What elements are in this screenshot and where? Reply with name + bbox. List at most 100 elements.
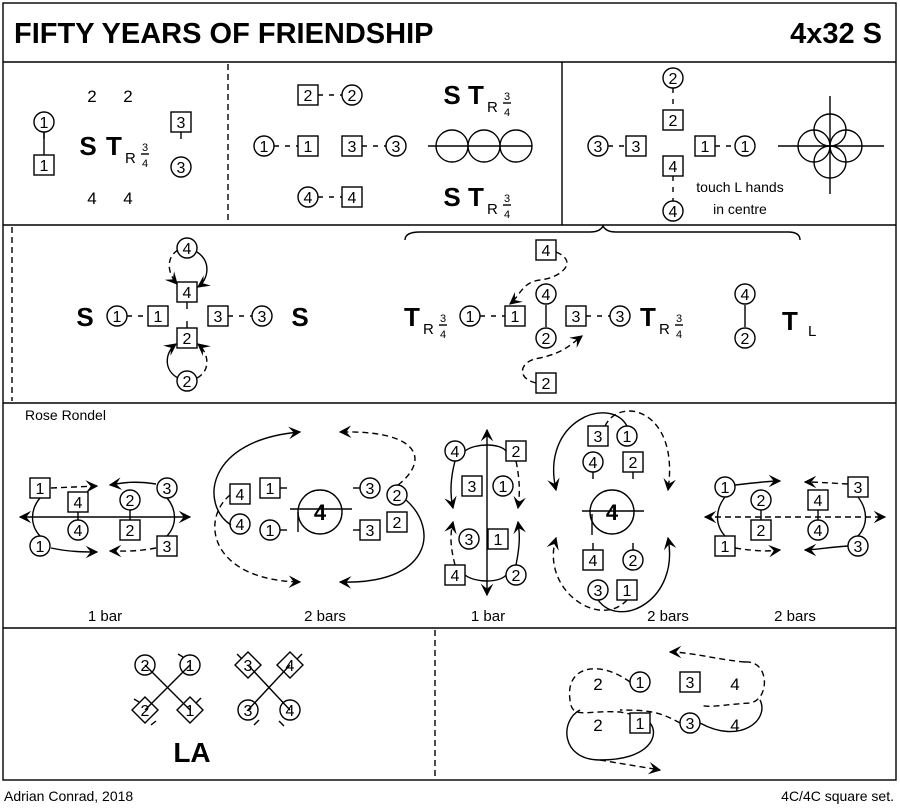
woman-dancer-1: 1 [253,135,275,157]
symbol-text: T [468,80,484,110]
dancer-number: 3 [468,479,477,496]
dancer-number: 4 [236,517,245,534]
woman-dancer-3: 3 [170,156,192,178]
woman-dancer-2: 2 [662,67,684,89]
dancer-number: 2 [126,523,135,540]
symbol-text: T [640,302,656,332]
woman-dancer-1: 1 [106,305,128,327]
man-dancer-2: 2 [750,519,772,541]
man-dancer-3: 3 [565,305,587,327]
dancer-number: 3 [392,139,401,156]
woman-dancer-3: 3 [458,528,480,550]
woman-dancer-1: 1 [616,425,638,447]
label: in centre [713,201,767,217]
man-dancer-1: 1 [147,305,169,327]
dancer-number: 3 [348,139,357,156]
man-dancer-4: 4 [662,155,684,177]
man-dancer-3: 3 [353,519,381,541]
symbol-text: 4 [676,329,682,341]
figure-title: Rose Rondel [25,407,106,423]
man-dancer-1: 1 [176,696,204,724]
track-line [278,720,285,727]
dancer-number: 3 [244,658,253,675]
man-dancer-2: 2 [386,511,408,533]
symbol-text: 3 [504,193,510,205]
movement-path [734,474,782,488]
dancer-number: 4 [451,444,460,461]
dancer-number: 2 [183,331,192,348]
man-dancer-1: 1 [297,135,319,157]
dancer-number: 3 [594,429,603,446]
movement-path [196,343,211,379]
dancer-number: 4 [814,523,823,540]
setting-symbol: S [79,131,96,161]
woman-dancer-1: 1 [179,654,201,676]
woman-dancer-2: 2 [134,654,156,676]
movement-path [464,574,507,582]
man-dancer-4: 4 [67,491,89,513]
dancer-number: 2 [757,523,766,540]
dancer-number: 3 [177,160,186,177]
woman-dancer-4: 4 [662,200,684,222]
movement-path [547,412,628,492]
symbol-text: R [487,201,498,218]
dancer-number: 3 [854,480,863,497]
symbol-text: T [468,182,484,212]
movement-path [803,543,849,557]
woman-dancer-1: 1 [492,475,514,497]
movement-path [213,426,302,526]
dancer-number: 2 [542,331,551,348]
man-dancer-3: 3 [341,135,363,157]
woman-dancer-2: 2 [535,327,557,349]
woman-dancer-3: 3 [609,305,631,327]
movement-path [699,699,763,733]
man-dancer-1: 1 [629,712,651,734]
dancer-number: 4 [286,703,295,720]
movement-path [604,410,676,492]
man-dancer-4: 4 [276,651,304,679]
dancer-number: 4 [814,493,823,510]
center-circle [589,489,635,535]
movement-path [163,343,179,379]
bar-count: 2 bars [774,608,816,625]
dancer-number: 2 [741,331,750,348]
dancer-number: 2 [348,88,357,105]
movement-path [50,480,99,493]
setting-symbol: S [443,80,460,110]
movement-path [31,497,41,537]
symbol-text: T [106,131,122,161]
woman-dancer-3: 3 [679,712,701,734]
dancer-number: 1 [260,139,269,156]
dancer-number: 1 [511,309,520,326]
dancer-number: 2 [669,113,678,130]
woman-dancer-4: 4 [279,699,301,721]
movement-path [668,645,746,663]
man-dancer-3: 3 [170,111,192,139]
label: 2 [593,716,602,735]
author-credit: Adrian Conrad, 2018 [4,788,133,804]
dancer-number: 2 [141,658,150,675]
dancer-number: 1 [623,429,632,446]
dancer-number: 4 [542,243,551,260]
dancer-number: 1 [494,532,503,549]
symbol-text: 4 [504,209,510,221]
setting-symbol: S [76,302,93,332]
woman-dancer-1: 1 [459,305,481,327]
man-dancer-3: 3 [207,305,229,327]
track-line [253,719,260,726]
symbol-text: R [423,321,434,338]
dancer-number: 2 [512,568,521,585]
woman-dancer-4: 4 [807,519,829,541]
dancer-number: 3 [594,583,603,600]
movement-path [50,545,99,559]
dancer-number: 1 [186,703,195,720]
man-dancer-4: 4 [582,543,604,571]
dancer-number: 2 [141,703,150,720]
dancer-number: 3 [594,139,603,156]
label: 4 [730,675,739,694]
dancer-number: 3 [163,539,172,556]
rose-circle [499,129,533,163]
woman-dancer-1: 1 [259,519,287,541]
